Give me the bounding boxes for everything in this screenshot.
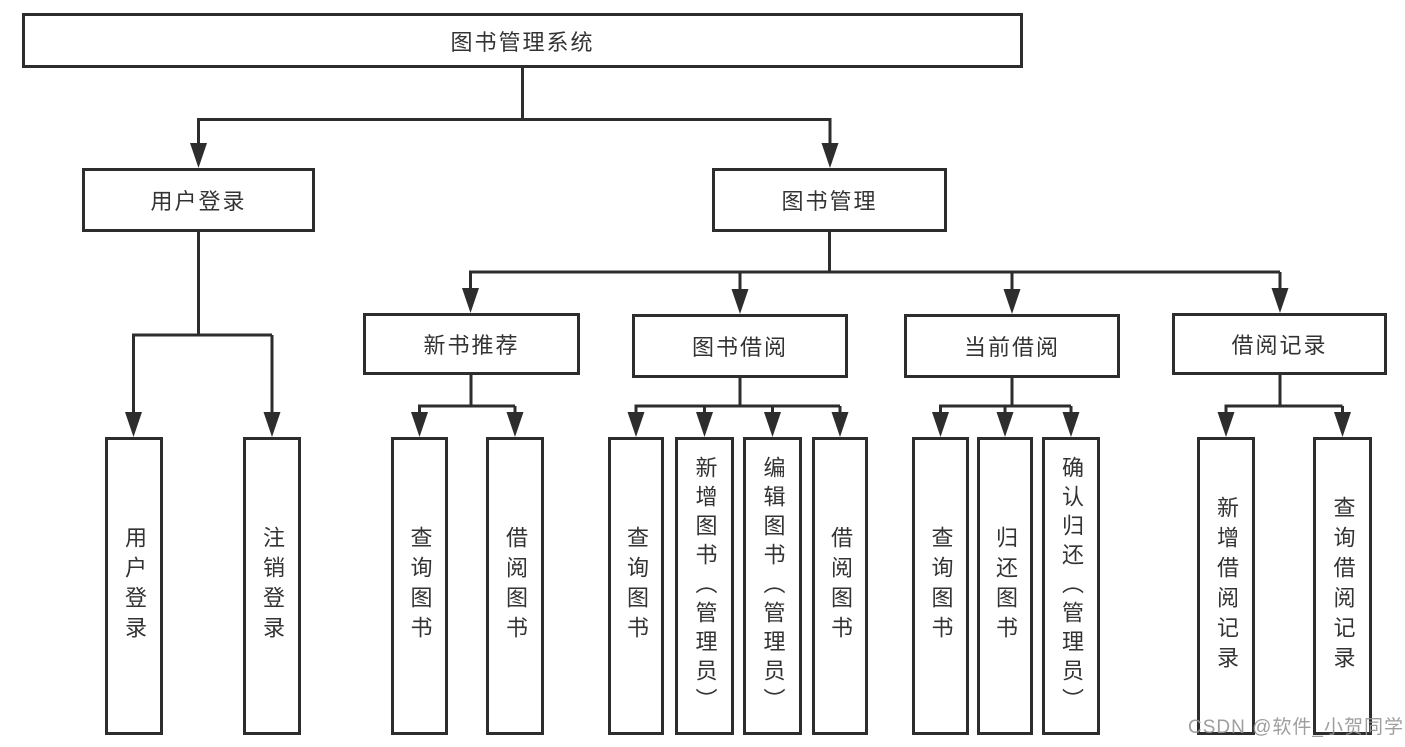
leaf-newbook-borrow-book: 借阅图书 xyxy=(486,437,544,735)
leaf-record-query-borrow-record: 查询借阅记录 xyxy=(1313,437,1372,735)
leaf-borrow-edit-book-admin: 编辑图书（管理员） xyxy=(743,437,802,735)
node-new-book-recommend-label: 新书推荐 xyxy=(423,333,520,358)
node-user-login-label: 用户登录 xyxy=(150,189,247,214)
leaf-borrow-query-book-label: 查询图书 xyxy=(624,526,649,646)
node-current-borrow: 当前借阅 xyxy=(904,314,1120,378)
leaf-current-confirm-return-admin-label: 确认归还（管理员） xyxy=(1059,455,1084,717)
leaf-record-add-borrow-record-label: 新增借阅记录 xyxy=(1214,496,1239,676)
leaf-user-login: 用户登录 xyxy=(105,437,163,735)
leaf-borrow-add-book-admin: 新增图书（管理员） xyxy=(675,437,734,735)
leaf-newbook-query-book: 查询图书 xyxy=(391,437,448,735)
node-user-login: 用户登录 xyxy=(82,168,315,232)
leaf-current-confirm-return-admin: 确认归还（管理员） xyxy=(1042,437,1100,735)
node-root: 图书管理系统 xyxy=(22,13,1023,68)
leaf-record-query-borrow-record-label: 查询借阅记录 xyxy=(1330,496,1356,676)
leaf-borrow-add-book-admin-label: 新增图书（管理员） xyxy=(692,455,718,717)
leaf-borrow-borrow-book: 借阅图书 xyxy=(812,437,868,735)
watermark: CSDN @软件_小贺同学 xyxy=(1188,717,1404,738)
node-book-management: 图书管理 xyxy=(712,168,947,232)
node-book-borrow-label: 图书借阅 xyxy=(691,335,788,360)
leaf-user-login-label: 用户登录 xyxy=(122,526,147,646)
leaf-current-return-book: 归还图书 xyxy=(977,437,1033,735)
leaf-current-query-book: 查询图书 xyxy=(912,437,969,735)
leaf-current-return-book-label: 归还图书 xyxy=(993,526,1018,646)
leaf-newbook-query-book-label: 查询图书 xyxy=(407,526,433,646)
leaf-borrow-edit-book-admin-label: 编辑图书（管理员） xyxy=(760,455,786,717)
leaf-logout: 注销登录 xyxy=(243,437,301,735)
leaf-current-query-book-label: 查询图书 xyxy=(928,526,954,646)
node-book-borrow: 图书借阅 xyxy=(632,314,848,378)
node-current-borrow-label: 当前借阅 xyxy=(963,335,1060,360)
leaf-borrow-borrow-book-label: 借阅图书 xyxy=(828,526,853,646)
node-new-book-recommend: 新书推荐 xyxy=(363,313,580,375)
node-book-management-label: 图书管理 xyxy=(781,189,878,214)
node-borrow-record-label: 借阅记录 xyxy=(1231,333,1328,358)
leaf-borrow-query-book: 查询图书 xyxy=(608,437,664,735)
leaf-newbook-borrow-book-label: 借阅图书 xyxy=(503,526,528,646)
node-root-label: 图书管理系统 xyxy=(450,29,595,55)
leaf-logout-label: 注销登录 xyxy=(260,526,285,646)
node-borrow-record: 借阅记录 xyxy=(1172,313,1387,375)
leaf-record-add-borrow-record: 新增借阅记录 xyxy=(1197,437,1255,735)
